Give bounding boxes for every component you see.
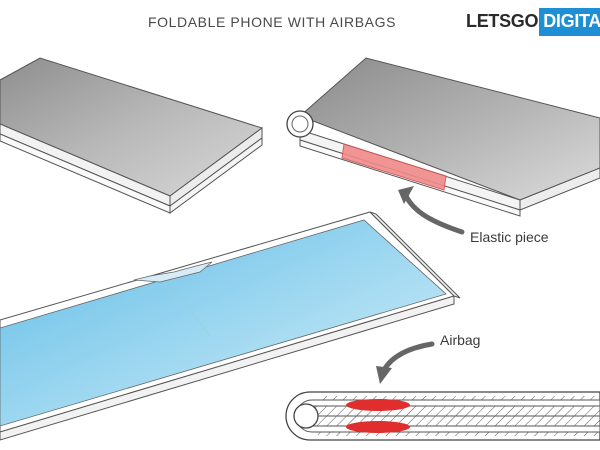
airbag-upper: [346, 399, 410, 411]
closed-phone-left: [0, 57, 264, 214]
label-airbag: Airbag: [440, 332, 481, 348]
airbag-lower: [346, 421, 410, 433]
logo-word-letsgo: LETSGO: [466, 11, 539, 31]
logo-word-digital: DIGITAL: [539, 8, 600, 36]
brand-logo: LETSGO DIGITAL: [466, 8, 600, 36]
airbag-arrow: [381, 341, 435, 373]
elastic-piece: [341, 143, 447, 191]
elastic-arrow: [403, 193, 465, 235]
cross-section: [285, 391, 600, 441]
unfolded-phone: [0, 211, 461, 441]
label-elastic-piece: Elastic piece: [470, 229, 549, 245]
diagram-title: FOLDABLE PHONE WITH AIRBAGS: [148, 14, 397, 30]
fold-bump: [133, 261, 213, 283]
closed-phone-right: [286, 57, 600, 217]
